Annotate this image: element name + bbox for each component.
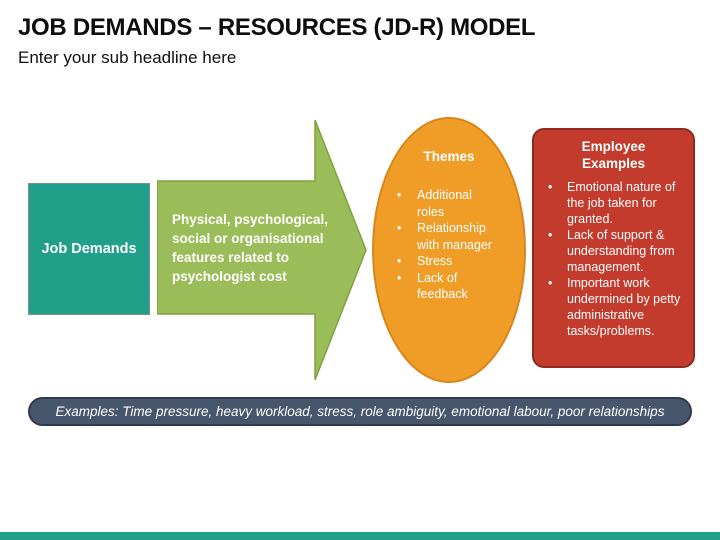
themes-heading: Themes (423, 149, 475, 164)
page-title: JOB DEMANDS – RESOURCES (JD-R) MODEL (18, 14, 536, 41)
arrow-description: Physical, psychological, social or organ… (172, 181, 336, 314)
bottom-accent-strip (0, 532, 720, 540)
job-demands-label: Job Demands (41, 241, 137, 257)
employee-examples-list-item: Important work undermined by petty admin… (547, 275, 691, 339)
employee-examples-box: Employee Examples Emotional nature of th… (532, 128, 695, 368)
themes-ellipse: Themes Additional roles Relationship wit… (372, 117, 526, 383)
themes-list-item: Lack of feedback (395, 270, 501, 303)
arrow-description-text: Physical, psychological, social or organ… (172, 211, 329, 284)
examples-bar-text: Examples: Time pressure, heavy workload,… (55, 404, 665, 419)
employee-examples-list-item: Emotional nature of the job taken for gr… (547, 179, 691, 227)
employee-examples-list-item: Lack of support & understanding from man… (547, 227, 691, 275)
themes-list: Additional roles Relationship with manag… (395, 187, 501, 303)
examples-bar: Examples: Time pressure, heavy workload,… (28, 397, 692, 426)
employee-examples-list: Emotional nature of the job taken for gr… (547, 179, 691, 339)
themes-list-item: Additional roles (395, 187, 501, 220)
job-demands-box: Job Demands (28, 183, 150, 315)
page-subtitle: Enter your sub headline here (18, 48, 237, 67)
employee-examples-heading: Employee Examples (581, 139, 646, 171)
themes-list-item: Stress (395, 253, 501, 270)
themes-list-item: Relationship with manager (395, 220, 501, 253)
right-arrow-shape (157, 120, 367, 380)
